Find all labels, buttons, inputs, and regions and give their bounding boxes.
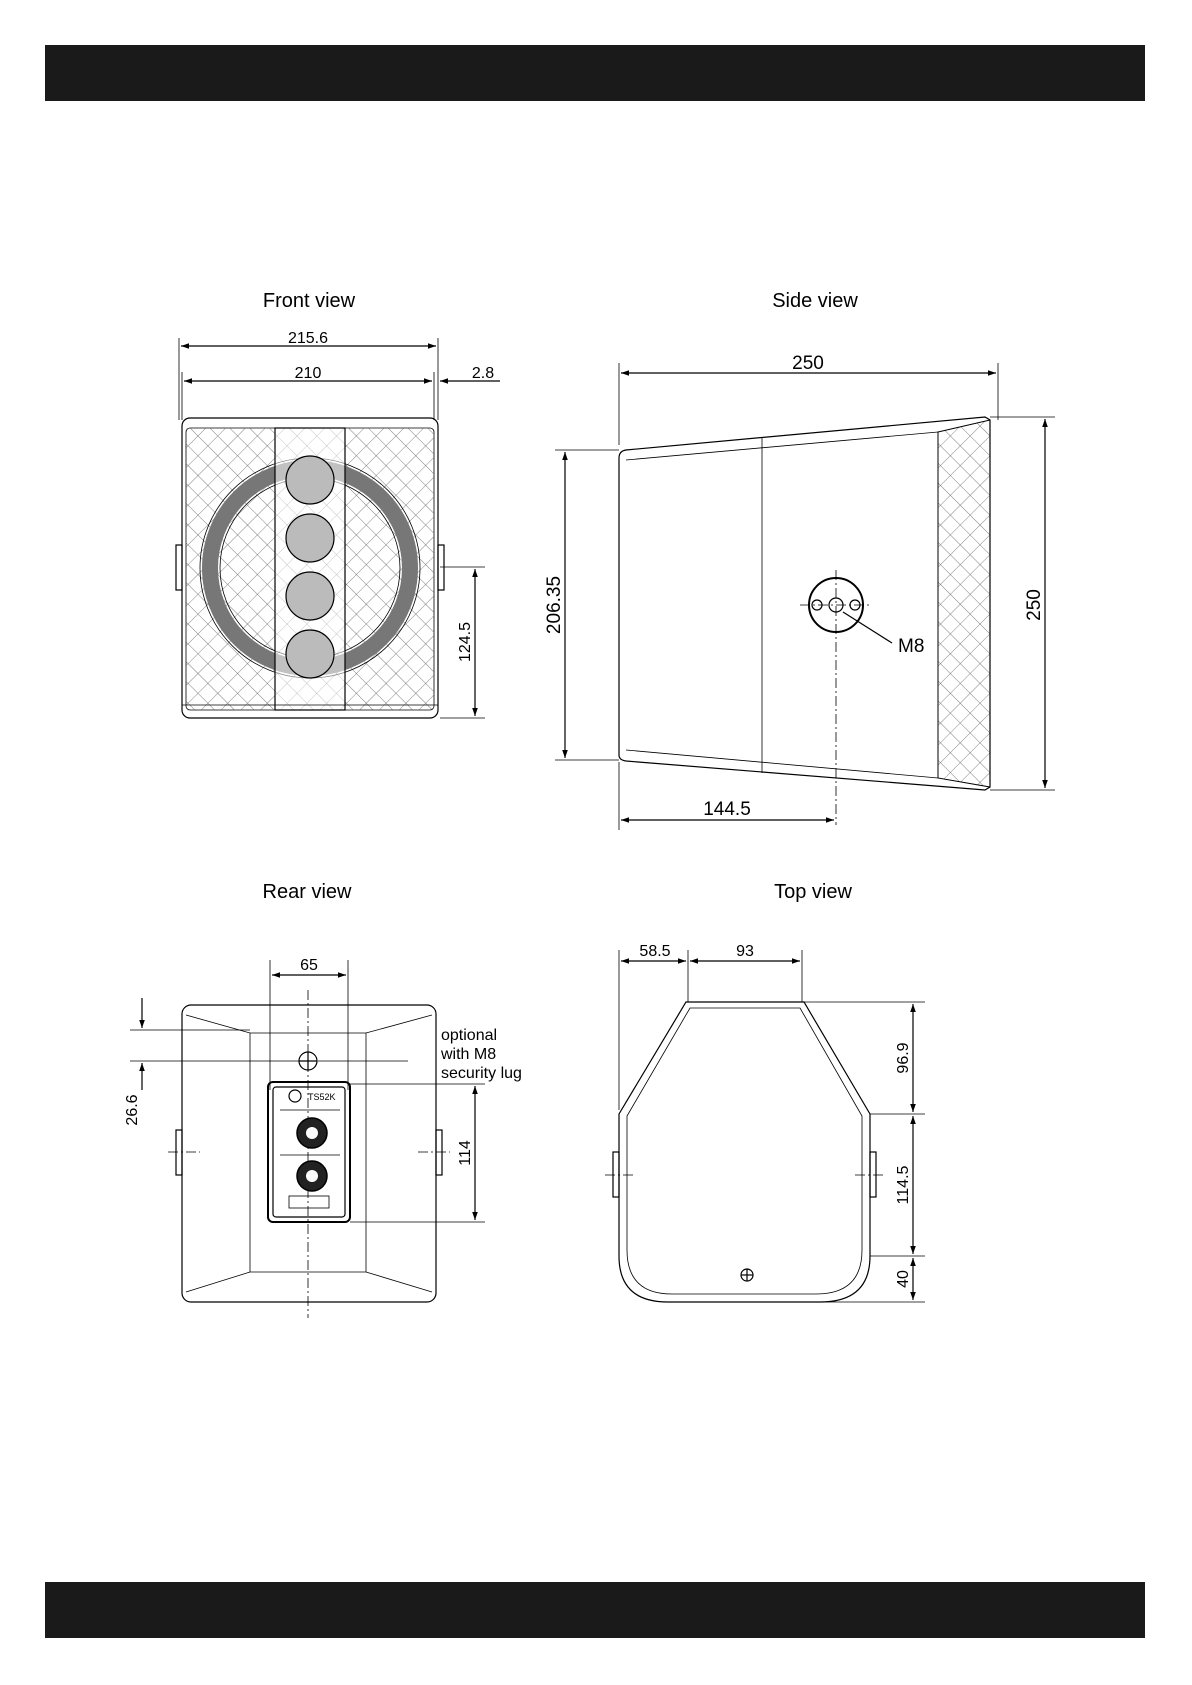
note-line-1: optional xyxy=(441,1027,497,1044)
dim-124-5: 124.5 xyxy=(457,622,474,662)
note-line-3: security lug xyxy=(441,1065,522,1082)
dim-250-depth: 250 xyxy=(792,353,824,374)
dim-210: 210 xyxy=(295,365,322,382)
dim-206-35: 206.35 xyxy=(544,576,565,634)
front-view-title: Front view xyxy=(263,290,356,312)
dim-114-5: 114.5 xyxy=(895,1165,912,1204)
rear-panel-model: TS52K xyxy=(308,1092,336,1102)
dim-144-5: 144.5 xyxy=(703,799,751,820)
rear-view: Rear view 65 TS52K xyxy=(124,881,522,1318)
dim-114: 114 xyxy=(457,1140,474,1166)
dim-250-height: 250 xyxy=(1024,589,1045,621)
dim-96-9: 96.9 xyxy=(895,1042,912,1073)
dim-26-6: 26.6 xyxy=(124,1094,141,1125)
top-view-title: Top view xyxy=(774,881,852,903)
dim-65: 65 xyxy=(300,957,318,974)
dim-58-5: 58.5 xyxy=(639,943,670,960)
dim-215-6: 215.6 xyxy=(288,330,328,347)
top-view: Top view 58.5 93 96.9 114.5 40 xyxy=(605,881,925,1302)
note-line-2: with M8 xyxy=(440,1046,496,1063)
rear-view-title: Rear view xyxy=(263,881,352,903)
dim-93: 93 xyxy=(736,943,754,960)
side-view-title: Side view xyxy=(772,290,858,312)
dim-2-8: 2.8 xyxy=(472,365,494,382)
side-view: Side view 250 M8 206.35 250 xyxy=(544,290,1055,830)
thread-label: M8 xyxy=(898,636,924,657)
front-view: Front view 215.6 210 2.8 xyxy=(176,290,500,718)
dim-40: 40 xyxy=(895,1270,912,1288)
